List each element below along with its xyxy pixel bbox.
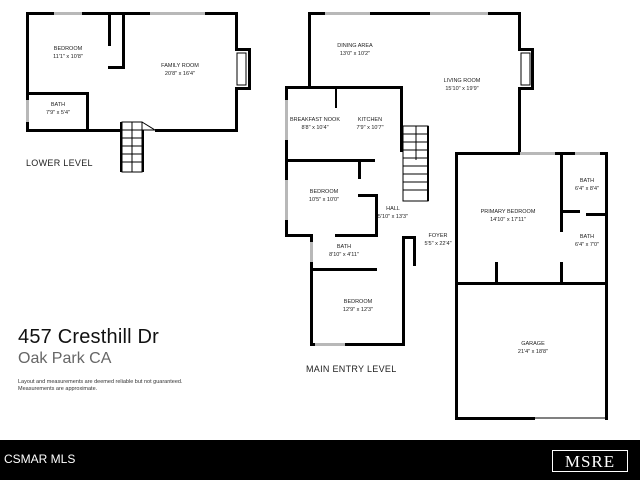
primary-bedroom-dims: 14'10" x 17'11" [490,217,526,223]
disclaimer: Layout and measurements are deemed relia… [18,379,238,393]
mls-source: CSMAR MLS [4,452,76,466]
primary-bedroom-label: PRIMARY BEDROOM [481,209,536,215]
main-level-plan [285,12,608,420]
hall-label: HALL [386,206,400,212]
main-bedroom-2-dims: 12'9" x 12'3" [343,307,373,313]
footer-bar: CSMAR MLS MSRE [0,440,640,480]
garage-dims: 21'4" x 18'8" [518,349,548,355]
foyer-label: FOYER [429,233,448,239]
main-bedroom-2-label: BEDROOM [344,299,373,305]
lower-bedroom-dims: 11'1" x 10'8" [53,54,83,60]
bath-b-dims: 6'4" x 7'0" [575,242,599,248]
lower-bath-label: BATH [51,102,65,108]
garage-label: GARAGE [521,341,545,347]
dining-area-label: DINING AREA [337,43,373,49]
disclaimer-line-1: Layout and measurements are deemed relia… [18,379,183,385]
family-room-label: FAMILY ROOM [161,63,199,69]
main-level-title: MAIN ENTRY LEVEL [306,364,397,374]
bath-b-label: BATH [580,234,594,240]
foyer-dims: 5'5" x 22'4" [424,241,451,247]
family-room-dims: 20'8" x 16'4" [165,71,195,77]
hall-dims: 5'10" x 13'3" [378,214,408,220]
main-bath-label: BATH [337,244,351,250]
lower-level-title: LOWER LEVEL [26,158,93,168]
breakfast-nook-label: BREAKFAST NOOK [290,117,340,123]
bath-a-label: BATH [580,178,594,184]
lower-level-plan [26,12,251,173]
breakfast-nook-dims: 8'8" x 10'4" [301,125,328,131]
kitchen-label: KITCHEN [358,117,382,123]
dining-area-dims: 13'0" x 10'2" [340,51,370,57]
floor-plan: BEDROOM 11'1" x 10'8" FAMILY ROOM 20'8" … [26,12,608,420]
property-address: 457 Cresthill Dr [18,326,160,348]
bath-a-dims: 6'4" x 8'4" [575,186,599,192]
living-room-label: LIVING ROOM [444,78,481,84]
main-bath-dims: 8'10" x 4'11" [329,252,359,258]
brokerage-logo: MSRE [552,450,628,472]
lower-bedroom-label: BEDROOM [54,46,83,52]
main-bedroom-1-dims: 10'5" x 10'0" [309,197,339,203]
lower-bath-dims: 7'9" x 5'4" [46,110,70,116]
living-room-dims: 15'10" x 19'9" [445,86,478,92]
disclaimer-line-2: Measurements are approximate. [18,386,98,392]
kitchen-dims: 7'9" x 10'7" [356,125,383,131]
main-bedroom-1-label: BEDROOM [310,189,339,195]
property-city: Oak Park CA [18,350,112,367]
